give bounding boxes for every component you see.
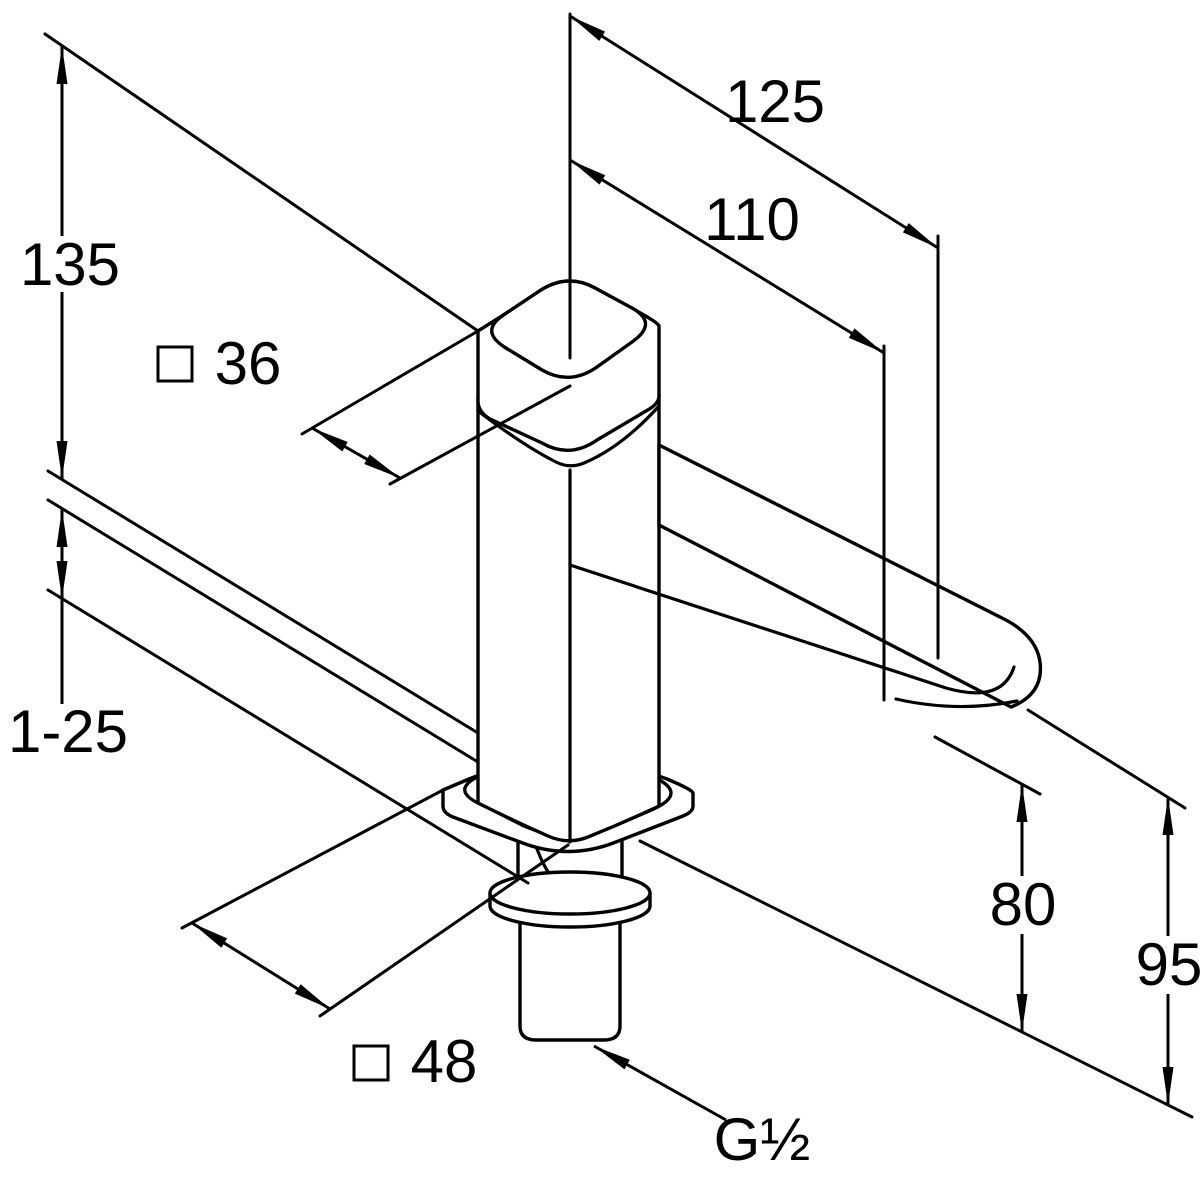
dim-line-48 xyxy=(191,921,331,1011)
label-bg-95 xyxy=(1132,936,1200,994)
dimension-annotations: 135 125 110 36 1-25 80 95 48 G½ xyxy=(0,12,1200,1173)
ext-deck-top-b xyxy=(46,498,480,764)
dim-line-36 xyxy=(311,426,401,480)
ext-deck-bottom-right xyxy=(638,839,1194,1119)
square-symbol-icon xyxy=(156,345,194,383)
square-symbol-icon xyxy=(352,1044,390,1082)
ext-deck-top-a xyxy=(46,469,480,735)
spout-top-edge xyxy=(568,563,1016,695)
dim-label-48: 48 xyxy=(411,1028,478,1095)
dim-label-110: 110 xyxy=(704,186,800,253)
dim-label-135: 135 xyxy=(20,231,120,298)
ext-36-b xyxy=(388,384,572,486)
ext-80-top xyxy=(933,735,1042,796)
label-bg-135 xyxy=(6,236,134,292)
ext-135-top xyxy=(43,32,480,333)
dim-label-1-25: 1-25 xyxy=(8,698,128,765)
label-bg-1-25 xyxy=(0,704,138,760)
label-bg-80 xyxy=(986,876,1060,934)
tap-drawing xyxy=(441,279,1043,1042)
dim-line-110 xyxy=(569,158,885,355)
tap-spout xyxy=(657,443,1043,709)
flange-washer-top xyxy=(488,870,652,916)
dim-label-125: 125 xyxy=(725,68,825,135)
spout-outlet-edge xyxy=(894,697,1019,709)
ext-36-a xyxy=(300,329,480,436)
dim-label-36: 36 xyxy=(215,330,282,397)
ext-48-b xyxy=(318,843,570,1018)
dim-label-95: 95 xyxy=(1136,931,1200,998)
thread-leader-line xyxy=(593,1044,727,1122)
dim-label-80: 80 xyxy=(990,871,1057,938)
cap-joint-line xyxy=(476,404,661,468)
ext-95-top xyxy=(1026,708,1187,810)
ext-deck-bottom-left xyxy=(46,588,530,885)
thread-label: G½ xyxy=(714,1106,811,1173)
threaded-pipe xyxy=(518,898,622,1042)
ext-48-a xyxy=(180,788,445,930)
